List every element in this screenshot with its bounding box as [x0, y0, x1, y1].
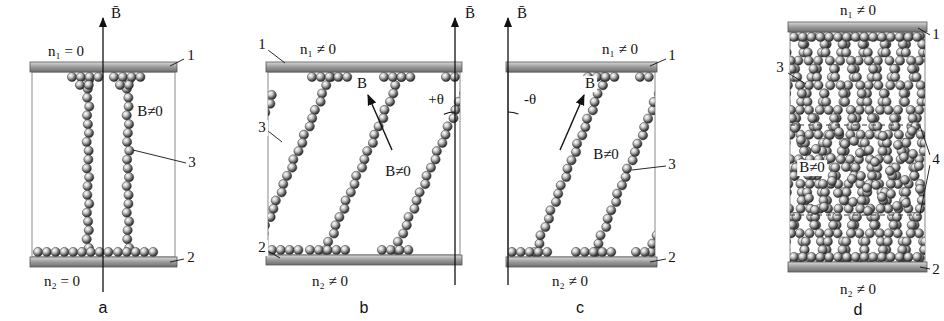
leader-line [650, 59, 666, 66]
leader-line [920, 165, 930, 214]
particle-chains [790, 31, 925, 262]
cell-wall [790, 32, 925, 262]
field-symbol: B̄ [463, 6, 477, 22]
callout-number: 2 [256, 240, 268, 256]
leader-line [920, 267, 930, 269]
concentration-label: n₁ ≠ 0 [600, 42, 640, 58]
panel-letter: b [358, 300, 371, 317]
concentration-label: n₂ ≠ 0 [310, 274, 350, 290]
field-symbol: B̄ [515, 6, 529, 22]
concentration-label: n₁ ≠ 0 [838, 3, 878, 19]
particle-chains [508, 72, 655, 256]
leader-line [268, 251, 280, 258]
panel-letter: c [574, 300, 586, 317]
particle-chains [268, 72, 460, 254]
zone-boundary [790, 125, 925, 126]
callout-number: 1 [185, 48, 197, 64]
callout-number: 3 [666, 157, 678, 173]
concentration-label: n₁ ≠ 0 [298, 42, 338, 58]
angle-arc [508, 112, 518, 114]
field-vector [368, 95, 392, 150]
angle-label: -θ [522, 92, 538, 108]
callout-number: 1 [666, 48, 678, 64]
leader-line [268, 50, 285, 63]
electrode-plate [266, 62, 462, 72]
callout-number: 2 [930, 262, 942, 278]
cell-wall [508, 72, 655, 257]
electrode-plate [788, 22, 927, 32]
field-axis [454, 18, 455, 285]
callout-number: 3 [774, 60, 786, 76]
leader-line [133, 150, 186, 163]
cell-wall [268, 72, 460, 255]
field-label: B≠0 [591, 147, 621, 163]
concentration-label: n₂ ≠ 0 [550, 274, 590, 290]
leader-line [650, 259, 666, 262]
concentration-label: n₁ = 0 [46, 44, 86, 60]
callout-number: 4 [930, 152, 942, 168]
particle-chains [33, 72, 157, 256]
callout-number: 2 [666, 250, 678, 266]
angle-label: +θ [426, 92, 446, 108]
field-label: B≠0 [135, 104, 165, 120]
panel-letter: a [97, 300, 110, 317]
leader-line [788, 73, 806, 84]
field-axis [102, 18, 103, 292]
leader-line [920, 126, 930, 155]
callout-number: 1 [930, 27, 942, 43]
vector-label: B [583, 76, 597, 92]
field-label: B≠0 [383, 164, 413, 180]
electrode-plate [266, 255, 462, 265]
concentration-label: n₂ = 0 [42, 274, 82, 290]
leader-line [918, 28, 930, 35]
electrode-plate [788, 262, 927, 272]
electrode-plate [506, 257, 657, 267]
electrode-plate [506, 62, 657, 72]
field-symbol: B̄ [109, 6, 123, 22]
leader-line [170, 59, 184, 66]
field-vector [560, 95, 584, 150]
field-label: B≠0 [797, 160, 827, 176]
zone-boundary [790, 215, 925, 216]
panel-letter: d [852, 302, 865, 319]
leader-line [268, 131, 282, 142]
leader-line [170, 259, 184, 262]
callout-number: 3 [256, 120, 268, 136]
angle-arc [444, 112, 455, 114]
concentration-label: n₂ ≠ 0 [838, 282, 878, 298]
callout-number: 3 [186, 155, 198, 171]
callout-number: 1 [256, 37, 268, 53]
vector-label: B [355, 76, 369, 92]
field-axis [507, 18, 508, 285]
callout-number: 2 [185, 250, 197, 266]
leader-line [632, 166, 666, 170]
